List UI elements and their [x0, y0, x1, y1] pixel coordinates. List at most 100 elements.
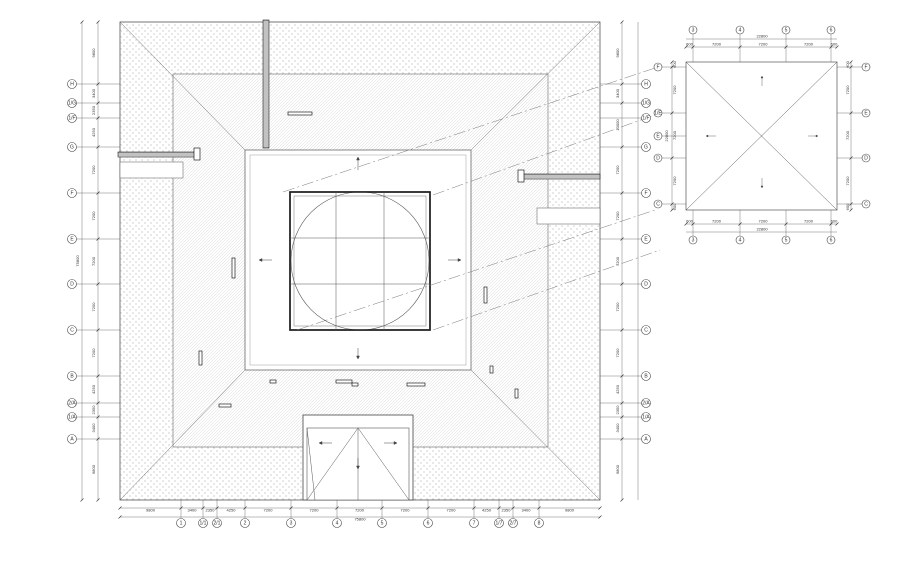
right-axis-2-label: 1/F — [642, 115, 649, 121]
left-axis-11-label: A — [70, 436, 74, 442]
main-roof-plan: H1/G1/FGFEDCB2/A1/AAH1/G1/FGFEDCB2/A1/AA… — [67, 19, 661, 528]
plan-dimension-lines — [81, 22, 639, 518]
left-axis-7-label: C — [70, 327, 74, 333]
bottom-axis-2: 2/1 — [212, 518, 222, 528]
detail-bottom-axis-1: 4 — [735, 235, 745, 245]
platform-west — [119, 161, 184, 179]
detail-right-dim-1: 7200 — [845, 85, 850, 95]
bottom-axis-4-label: 3 — [290, 520, 293, 526]
right-axis-4: F — [641, 188, 651, 198]
bottom-axis-4: 3 — [286, 518, 296, 528]
plan-annotations: H1/G1/FGFEDCB2/A1/AAH1/G1/FGFEDCB2/A1/AA… — [67, 48, 651, 528]
bottom-axis-7-label: 6 — [427, 520, 430, 526]
left-dim-9: 4250 — [91, 384, 96, 394]
right-dim-10: 3400 — [615, 423, 620, 433]
bottom-axis-6-label: 5 — [381, 520, 384, 526]
detail-right-axis-0: F — [861, 62, 871, 72]
right-axis-7: C — [641, 325, 651, 335]
left-dim-12: 9800 — [91, 464, 96, 474]
bottom-axis-10: 2/7 — [508, 518, 518, 528]
bottom-axis-3: 2 — [240, 518, 250, 528]
bottom-axis-5: 4 — [332, 518, 342, 528]
bottom-dim-9: 4250 — [482, 508, 492, 513]
right-dim-8: 4250 — [615, 384, 620, 394]
detail-left-axis-2: E — [653, 131, 663, 141]
detail-top-axis-2: 5 — [781, 25, 791, 35]
detail-bottom-dim-0: 600 — [686, 219, 693, 224]
left-axis-1: 1/G — [67, 98, 77, 108]
detail-top-dim-2: 7200 — [759, 42, 769, 47]
detail-top-dim-0: 600 — [686, 42, 693, 47]
detail-right-axis-3: C — [861, 199, 871, 209]
right-axis-2: 1/F — [641, 113, 651, 123]
detail-left-axis-4: C — [653, 199, 663, 209]
right-dim-0: 9800 — [615, 48, 620, 58]
right-dim-7: 7200 — [615, 348, 620, 358]
slope-arrows — [258, 156, 462, 360]
bottom-axis-11: 8 — [534, 518, 544, 528]
bottom-axis-10-label: 2/7 — [510, 520, 517, 526]
bottom-dim-12: 9800 — [565, 508, 575, 513]
detail-right-axis-0-label: F — [864, 64, 867, 70]
right-axis-5: E — [641, 234, 651, 244]
right-axis-10: 1/A — [641, 412, 651, 422]
detail-bottom-dim-1: 7200 — [712, 219, 722, 224]
bottom-dim-6: 7200 — [355, 508, 365, 513]
left-dim-5: 7200 — [91, 211, 96, 221]
right-dim-2: 10000 — [615, 119, 620, 131]
detail-left-axis-4-label: C — [656, 201, 660, 207]
bottom-axis-2-label: 2/1 — [214, 520, 221, 526]
detail-left-axis-0: F — [653, 62, 663, 72]
detail-top-axis-1-label: 4 — [739, 27, 742, 33]
ladder-north — [262, 19, 270, 149]
bottom-axis-9: 1/7 — [494, 518, 504, 528]
left-axis-4-label: F — [70, 190, 73, 196]
detail-top-dim-1: 7200 — [712, 42, 722, 47]
right-axis-8-label: B — [644, 373, 648, 379]
left-axis-4: F — [67, 188, 77, 198]
right-axis-7-label: C — [644, 327, 648, 333]
detail-top-axis-1: 4 — [735, 25, 745, 35]
left-axis-10-label: 1/A — [68, 414, 76, 420]
detail-left-axis-1: 1/E — [653, 108, 662, 118]
right-axis-9: 2/A — [641, 398, 651, 408]
detail-left-axis-2-label: E — [656, 133, 660, 139]
detail-bottom-axis-2: 5 — [781, 235, 791, 245]
entrance-wing — [302, 414, 414, 501]
bottom-axis-8: 7 — [469, 518, 479, 528]
right-axis-3: G — [641, 142, 651, 152]
bottom-axis-9-label: 1/7 — [496, 520, 503, 526]
detail-right-axis-2-label: D — [864, 155, 868, 161]
ladder-east-head — [517, 169, 525, 183]
ladder-west — [117, 151, 197, 158]
right-dim-1: 3400 — [615, 88, 620, 98]
courtyard-inner-line — [249, 154, 467, 366]
left-dim-8: 7200 — [91, 348, 96, 358]
bottom-axis-6: 5 — [377, 518, 387, 528]
hip-lines — [119, 21, 601, 501]
detail-right-dim-2: 7200 — [845, 130, 850, 140]
detail-top-axis-3-label: 6 — [830, 27, 833, 33]
left-axis-7: C — [67, 325, 77, 335]
bottom-dim-4: 7200 — [264, 508, 274, 513]
detail-left-dim-0: 600 — [672, 60, 677, 67]
left-axis-5-label: E — [70, 236, 74, 242]
left-dim-2: 2350 — [91, 105, 96, 115]
ladder-east — [521, 173, 601, 180]
bottom-axis-5-label: 4 — [336, 520, 339, 526]
bottom-dim-2: 2350 — [206, 508, 216, 513]
left-axis-11: A — [67, 434, 77, 444]
bottom-dim-7: 7200 — [401, 508, 411, 513]
platform-east — [536, 207, 601, 225]
left-axis-3-label: G — [70, 144, 74, 150]
detail-bottom-axis-2-label: 5 — [785, 237, 788, 243]
right-dim-3: 7200 — [615, 165, 620, 175]
detail-top-dim-3: 7200 — [804, 42, 814, 47]
right-axis-5-label: E — [644, 236, 648, 242]
detail-left-axis-3-label: D — [656, 155, 660, 161]
right-axis-4-label: F — [644, 190, 647, 196]
detail-top-axis-0: 3 — [688, 25, 698, 35]
